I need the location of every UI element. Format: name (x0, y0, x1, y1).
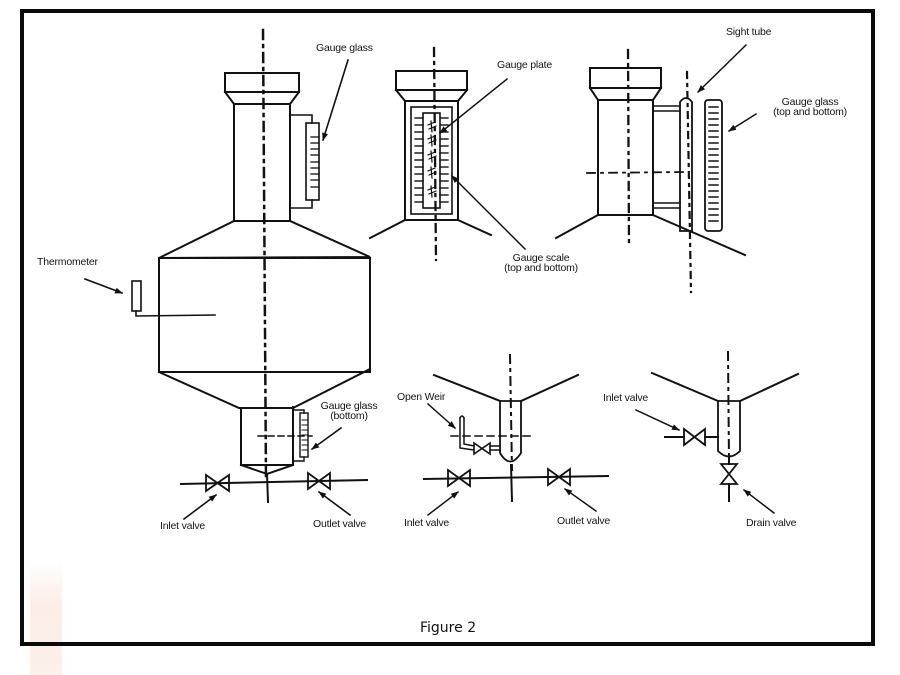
paper-stain (30, 560, 62, 675)
thermometer (131, 280, 142, 312)
gauge-glass-bottom-bracket-top (292, 409, 305, 414)
drain-valve-arrow (742, 488, 776, 515)
sight-connector-top (652, 105, 681, 112)
gauge-glass-bottom-arrow (310, 426, 343, 451)
main-pipe (179, 478, 369, 486)
label-drain-valve: Drain valve (746, 517, 797, 529)
plate-neck (404, 100, 459, 221)
sight-gauge-glass (704, 99, 723, 232)
label-gauge-scale-line2: (top and bottom) (504, 262, 578, 274)
label-gauge-glass-bottom-line2: (bottom) (330, 410, 368, 422)
drain-cone-right (738, 372, 800, 403)
label-sight-gauge-glass: Gauge glass (top and bottom) (762, 96, 858, 118)
weir-pot (499, 400, 522, 463)
vessel-centerline (261, 28, 268, 482)
sight-top-flare (588, 86, 663, 101)
label-gauge-scale-line1: Gauge scale (512, 252, 570, 264)
drain-centerline (726, 350, 731, 464)
drain-cone-left (650, 371, 720, 403)
label-gauge-plate: Gauge plate (497, 59, 553, 71)
label-gauge-scale: Gauge scale (top and bottom) (488, 252, 594, 274)
main-inlet-arrow (182, 493, 218, 521)
plate-cone-right (456, 218, 493, 237)
gauge-glass-bottom-bracket-bottom (292, 456, 305, 462)
sight-gauge-glass-ticks (708, 106, 719, 222)
gauge-glass-bracket-bottom (289, 199, 313, 209)
gauge-glass-bottom-ticks (301, 419, 308, 451)
weir-cone-right (519, 373, 580, 403)
vessel-neck (233, 103, 291, 222)
drain-valve (719, 463, 739, 485)
thermometer-probe (135, 310, 216, 317)
sight-gauge-glass-arrow (727, 112, 758, 133)
drain-pot (717, 400, 741, 458)
label-gauge-glass-bottom: Gauge glass (bottom) (316, 400, 382, 422)
gauge-glass-arrow (321, 58, 350, 142)
gauge-plate-arrow (438, 77, 509, 135)
sight-top-cap (589, 67, 662, 89)
sight-neck (597, 99, 654, 216)
weir-outlet-valve (547, 467, 571, 487)
sight-centerline (626, 48, 631, 247)
main-vessel (83, 28, 372, 521)
weir-small-valve (473, 441, 491, 456)
drain-inlet-arrow (635, 409, 680, 431)
plate-top-flare (394, 88, 469, 102)
drain-inlet-valve (683, 427, 706, 447)
vessel-bottom-pot (240, 406, 294, 466)
sight-tube-arrow (696, 43, 748, 94)
weir-centerline (508, 353, 514, 472)
open-weir-arrow (426, 402, 457, 430)
open-weir-cap (458, 415, 466, 420)
main-outlet-valve (307, 471, 331, 491)
label-gauge-glass: Gauge glass (316, 42, 373, 54)
vessel-top-cap (224, 72, 300, 93)
weir-outlet-arrow (563, 487, 598, 513)
main-inlet-valve (205, 473, 230, 493)
sight-tube-centerline (685, 70, 693, 294)
label-sight-gauge-glass-line2: (top and bottom) (773, 106, 847, 118)
gauge-plate-detail (368, 46, 527, 262)
open-weir-detail (422, 353, 610, 517)
gauge-glass-bracket-top (289, 114, 313, 124)
drain-detail (635, 350, 800, 515)
label-main-inlet-valve: Inlet valve (160, 520, 206, 532)
thermometer-arrow (83, 277, 124, 295)
sight-cone-right (651, 213, 747, 257)
open-weir-pipe (459, 417, 475, 451)
label-thermometer: Thermometer (37, 256, 98, 268)
gauge-glass-upper-ticks (310, 136, 320, 188)
gauge-plate-frame (410, 106, 453, 215)
label-main-outlet-valve: Outlet valve (313, 518, 367, 530)
plate-top-cap (395, 70, 468, 91)
plate-cone-left (368, 218, 407, 240)
sight-level-line (586, 171, 686, 174)
weir-inlet-valve (447, 468, 471, 488)
gauge-scale-arrow (450, 174, 527, 251)
label-weir-inlet-valve: Inlet valve (404, 517, 450, 529)
figure-caption: Figure 2 (420, 620, 477, 636)
label-gauge-glass-bottom-line1: Gauge glass (320, 400, 378, 412)
weir-main-pipe (422, 474, 610, 481)
plate-centerline (432, 46, 438, 262)
figure-frame (20, 9, 875, 646)
weir-drop-pipe (509, 463, 514, 503)
vessel-top-flare (223, 90, 301, 105)
weir-cone-left (432, 373, 502, 403)
label-sight-tube: Sight tube (726, 26, 772, 38)
label-sight-gauge-glass-line1: Gauge glass (781, 96, 839, 108)
label-open-weir: Open Weir (397, 391, 446, 403)
main-outlet-arrow (317, 490, 352, 517)
gauge-glass-bottom (299, 412, 309, 458)
sight-connector-bottom (652, 202, 681, 209)
weir-inlet-arrow (426, 490, 460, 517)
sight-tube-detail (554, 43, 758, 294)
label-drain-inlet-valve: Inlet valve (603, 392, 649, 404)
sight-cone-left (554, 213, 600, 240)
main-drop-pipe (265, 472, 270, 504)
weir-small-pipe (489, 445, 501, 451)
label-weir-outlet-valve: Outlet valve (557, 515, 611, 527)
